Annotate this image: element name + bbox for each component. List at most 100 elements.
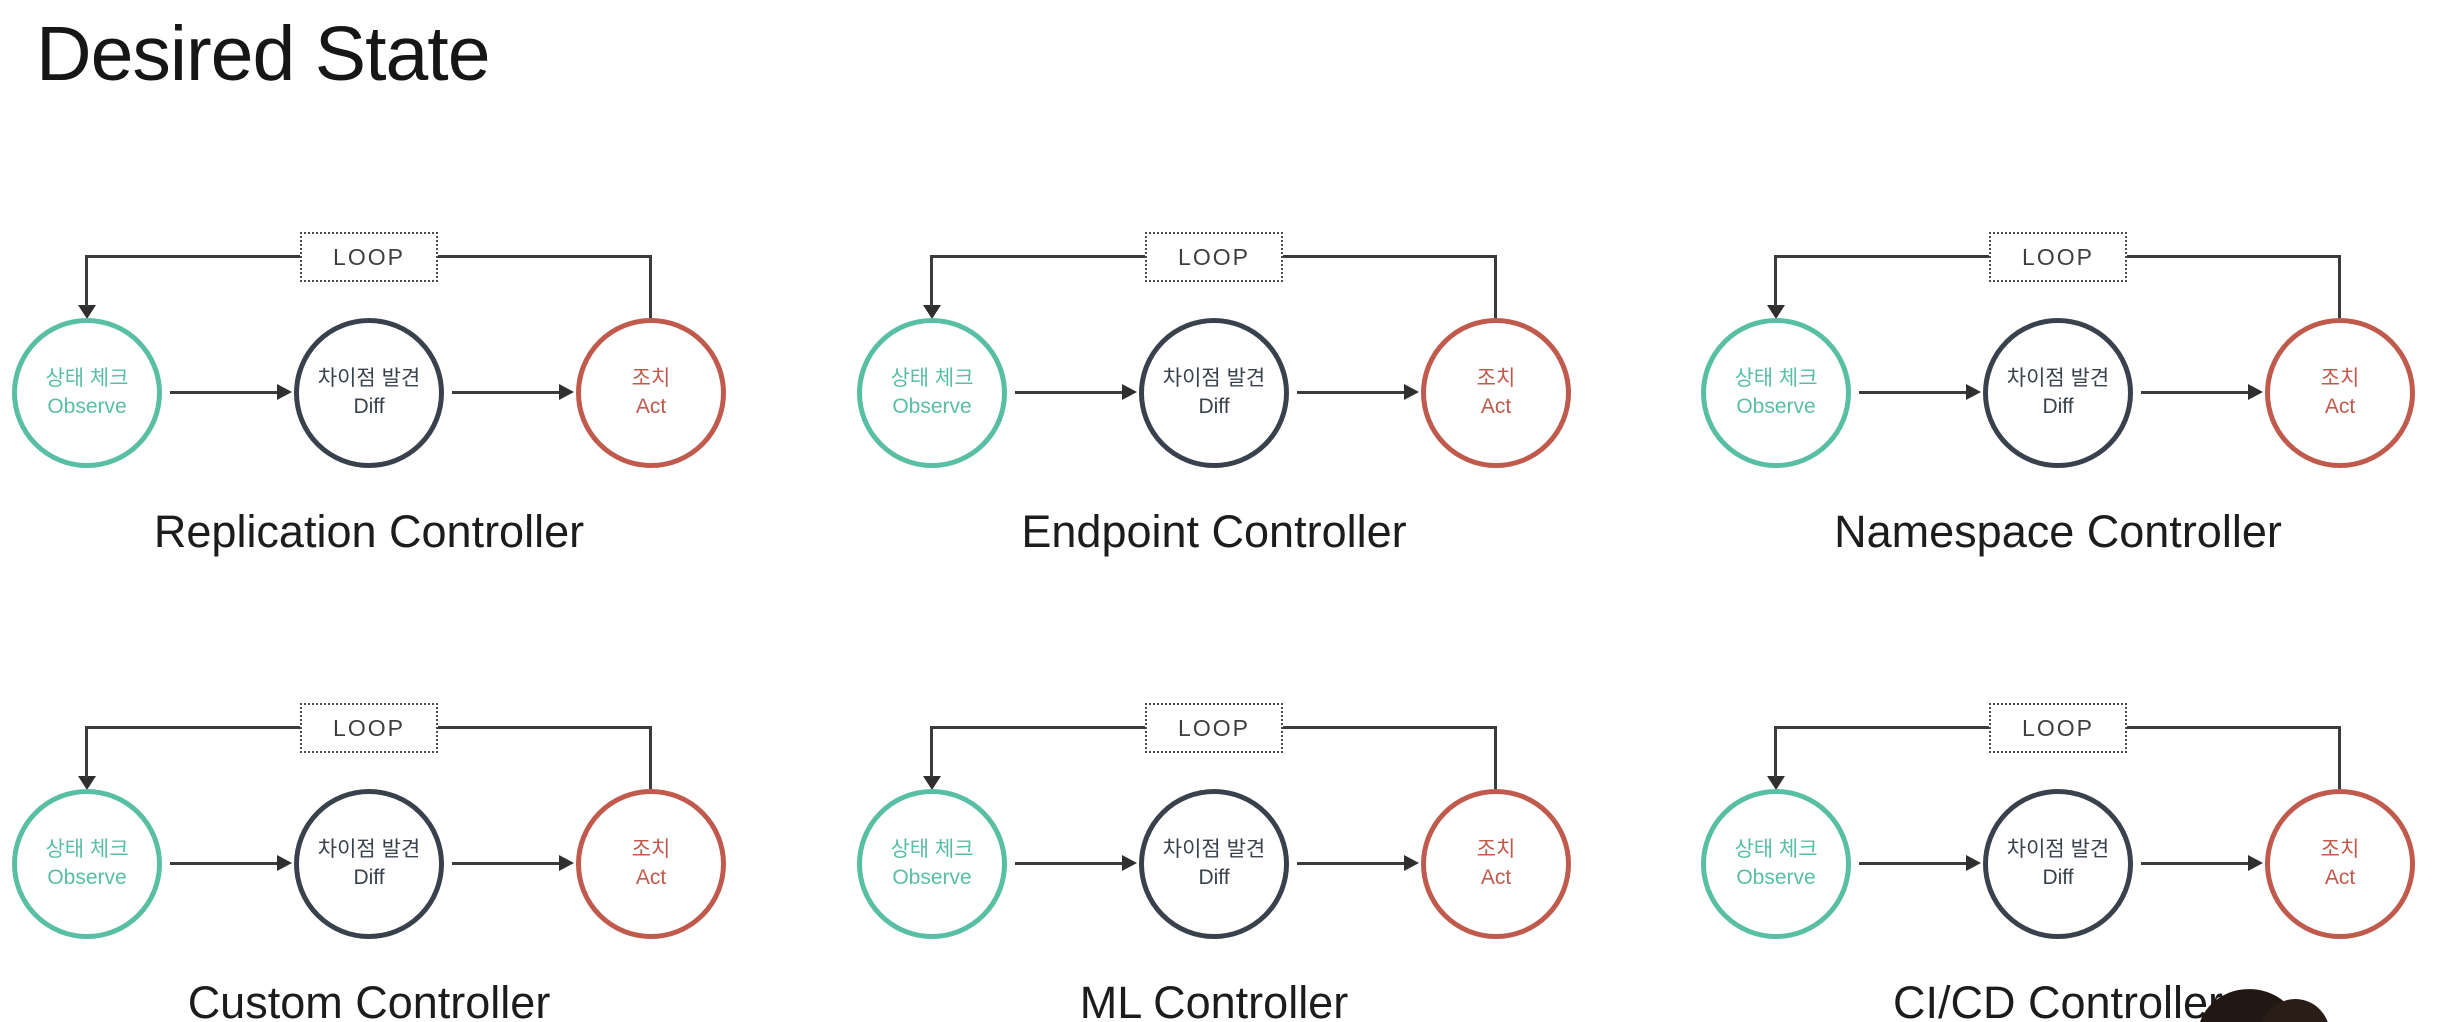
observe-label-en: Observe (47, 866, 127, 889)
arrow-right-icon (277, 384, 292, 400)
observe-label-ko: 상태 체크 (890, 838, 974, 861)
arrow-right-icon (1122, 384, 1137, 400)
loop-connector-right-horizontal (1283, 255, 1496, 258)
observe-node: 상태 체크 Observe (857, 789, 1007, 939)
loop-box-label: LOOP (333, 243, 405, 270)
loop-box: LOOP (300, 232, 438, 282)
arrow-diff-to-act (2141, 391, 2251, 394)
act-label-ko: 조치 (2320, 838, 2360, 861)
diff-label-en: Diff (1198, 866, 1230, 889)
controller-name: Namespace Controller (1834, 506, 2282, 557)
act-node: 조치 Act (1421, 789, 1571, 939)
observe-node: 상태 체크 Observe (1701, 789, 1851, 939)
arrow-diff-to-act (452, 862, 562, 865)
act-label-ko: 조치 (631, 838, 671, 861)
arrow-right-icon (1122, 855, 1137, 871)
loop-connector-left-vertical (930, 255, 933, 307)
observe-label-ko: 상태 체크 (45, 367, 129, 390)
loop-connector-right-vertical (2338, 255, 2341, 318)
arrow-observe-to-diff (1015, 862, 1125, 865)
diff-label-ko: 차이점 발견 (2006, 838, 2110, 861)
arrow-right-icon (1404, 384, 1419, 400)
controller-diagram-6: LOOP 상태 체크 Observe 차이점 발견 Diff 조치 Act CI… (1701, 703, 2415, 1022)
act-label-ko: 조치 (2320, 367, 2360, 390)
arrow-right-icon (2248, 855, 2263, 871)
loop-connector-right-vertical (1494, 255, 1497, 318)
arrow-observe-to-diff (170, 862, 280, 865)
loop-box: LOOP (1989, 703, 2127, 753)
controller-diagram-1: LOOP 상태 체크 Observe 차이점 발견 Diff 조치 Act Re… (12, 232, 726, 562)
loop-connector-right-vertical (649, 726, 652, 789)
diff-label-en: Diff (353, 866, 385, 889)
arrow-diff-to-act (1297, 391, 1407, 394)
slide-title: Desired State (36, 11, 491, 97)
arrow-observe-to-diff (1859, 862, 1969, 865)
loop-connector-left-horizontal (931, 255, 1145, 258)
arrow-right-icon (559, 855, 574, 871)
diff-node: 차이점 발견 Diff (1139, 789, 1289, 939)
diff-node: 차이점 발견 Diff (294, 789, 444, 939)
arrow-diff-to-act (1297, 862, 1407, 865)
observe-label-en: Observe (47, 395, 127, 418)
loop-box-label: LOOP (1178, 714, 1250, 741)
observe-label-en: Observe (892, 866, 972, 889)
controller-name: Endpoint Controller (1021, 506, 1407, 557)
arrow-observe-to-diff (170, 391, 280, 394)
loop-connector-left-horizontal (86, 726, 300, 729)
loop-connector-left-vertical (1774, 255, 1777, 307)
loop-connector-left-horizontal (1775, 255, 1989, 258)
act-label-en: Act (2324, 395, 2356, 418)
diff-label-ko: 차이점 발견 (317, 838, 421, 861)
diff-label-en: Diff (2042, 866, 2074, 889)
act-node: 조치 Act (2265, 789, 2415, 939)
arrow-diff-to-act (2141, 862, 2251, 865)
arrow-right-icon (2248, 384, 2263, 400)
observe-label-ko: 상태 체크 (1734, 838, 1818, 861)
controller-diagram-5: LOOP 상태 체크 Observe 차이점 발견 Diff 조치 Act ML… (857, 703, 1571, 1022)
controller-diagram-4: LOOP 상태 체크 Observe 차이점 발견 Diff 조치 Act Cu… (12, 703, 726, 1022)
arrow-diff-to-act (452, 391, 562, 394)
loop-connector-left-horizontal (931, 726, 1145, 729)
loop-box-label: LOOP (2022, 243, 2094, 270)
diff-label-en: Diff (2042, 395, 2074, 418)
arrow-right-icon (1404, 855, 1419, 871)
diff-node: 차이점 발견 Diff (294, 318, 444, 468)
loop-connector-left-vertical (1774, 726, 1777, 778)
loop-connector-right-vertical (649, 255, 652, 318)
loop-connector-right-horizontal (2127, 255, 2340, 258)
arrow-down-icon (1767, 305, 1785, 319)
arrow-right-icon (277, 855, 292, 871)
controller-diagram-3: LOOP 상태 체크 Observe 차이점 발견 Diff 조치 Act Na… (1701, 232, 2415, 562)
loop-connector-left-vertical (85, 726, 88, 778)
arrow-down-icon (78, 776, 96, 790)
arrow-right-icon (559, 384, 574, 400)
loop-box-label: LOOP (2022, 714, 2094, 741)
diff-label-en: Diff (353, 395, 385, 418)
loop-connector-right-vertical (1494, 726, 1497, 789)
loop-box: LOOP (1145, 232, 1283, 282)
diff-node: 차이점 발견 Diff (1983, 318, 2133, 468)
controller-name: Replication Controller (153, 506, 585, 557)
loop-box: LOOP (300, 703, 438, 753)
observe-label-ko: 상태 체크 (45, 838, 129, 861)
loop-connector-right-horizontal (1283, 726, 1496, 729)
act-label-en: Act (635, 866, 667, 889)
controller-name: Custom Controller (187, 977, 551, 1022)
diff-label-ko: 차이점 발견 (1162, 367, 1266, 390)
loop-connector-left-horizontal (1775, 726, 1989, 729)
observe-node: 상태 체크 Observe (857, 318, 1007, 468)
diff-node: 차이점 발견 Diff (1983, 789, 2133, 939)
observe-node: 상태 체크 Observe (1701, 318, 1851, 468)
act-label-ko: 조치 (1476, 838, 1516, 861)
arrow-down-icon (78, 305, 96, 319)
loop-box-label: LOOP (1178, 243, 1250, 270)
diff-label-en: Diff (1198, 395, 1230, 418)
loop-connector-right-horizontal (438, 726, 651, 729)
arrow-right-icon (1966, 855, 1981, 871)
observe-node: 상태 체크 Observe (12, 789, 162, 939)
act-label-en: Act (1480, 395, 1512, 418)
act-node: 조치 Act (576, 318, 726, 468)
observe-label-en: Observe (1736, 866, 1816, 889)
arrow-observe-to-diff (1015, 391, 1125, 394)
observe-label-en: Observe (1736, 395, 1816, 418)
